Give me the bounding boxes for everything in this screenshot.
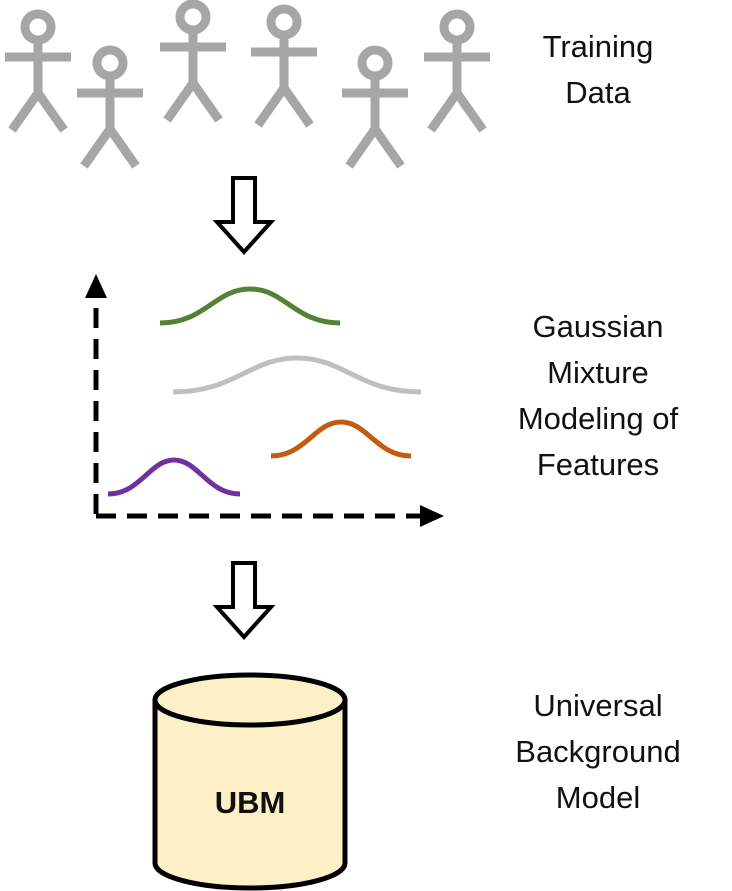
label-line: Background <box>515 734 681 769</box>
gaussian-curve-green <box>159 286 341 326</box>
stick-figure-icon <box>251 9 317 125</box>
y-axis-arrowhead <box>85 274 107 298</box>
stick-figure-icon <box>342 50 408 166</box>
down-arrow-icon <box>215 561 273 639</box>
label-line: Features <box>536 447 660 482</box>
ubm-label: Universal Background Model <box>488 683 708 821</box>
gaussian-curve-purple <box>107 457 241 497</box>
label-line: Model <box>555 780 641 815</box>
label-line: Universal <box>533 688 663 723</box>
label-line: Mixture <box>547 355 649 390</box>
gaussian-curve-gray <box>172 355 422 395</box>
stick-figure-icon <box>5 14 71 130</box>
database-label: UBM <box>215 785 286 820</box>
gaussian-curve-orange <box>270 419 412 459</box>
training-people <box>5 4 490 166</box>
label-line: Modeling of <box>517 401 679 436</box>
down-arrow-icon <box>215 176 273 254</box>
x-axis-arrowhead <box>420 505 444 527</box>
training-data-label: Training Data <box>488 24 708 116</box>
label-line: Data <box>565 75 631 110</box>
stick-figure-icon <box>424 14 490 130</box>
stick-figure-icon <box>77 50 143 166</box>
database-icon: UBM <box>152 672 348 891</box>
stick-figure-icon <box>160 4 226 120</box>
label-line: Training <box>542 29 654 64</box>
label-line: Gaussian <box>532 309 664 344</box>
feature-axes <box>85 274 444 527</box>
gmm-label: Gaussian Mixture Modeling of Features <box>488 304 708 488</box>
